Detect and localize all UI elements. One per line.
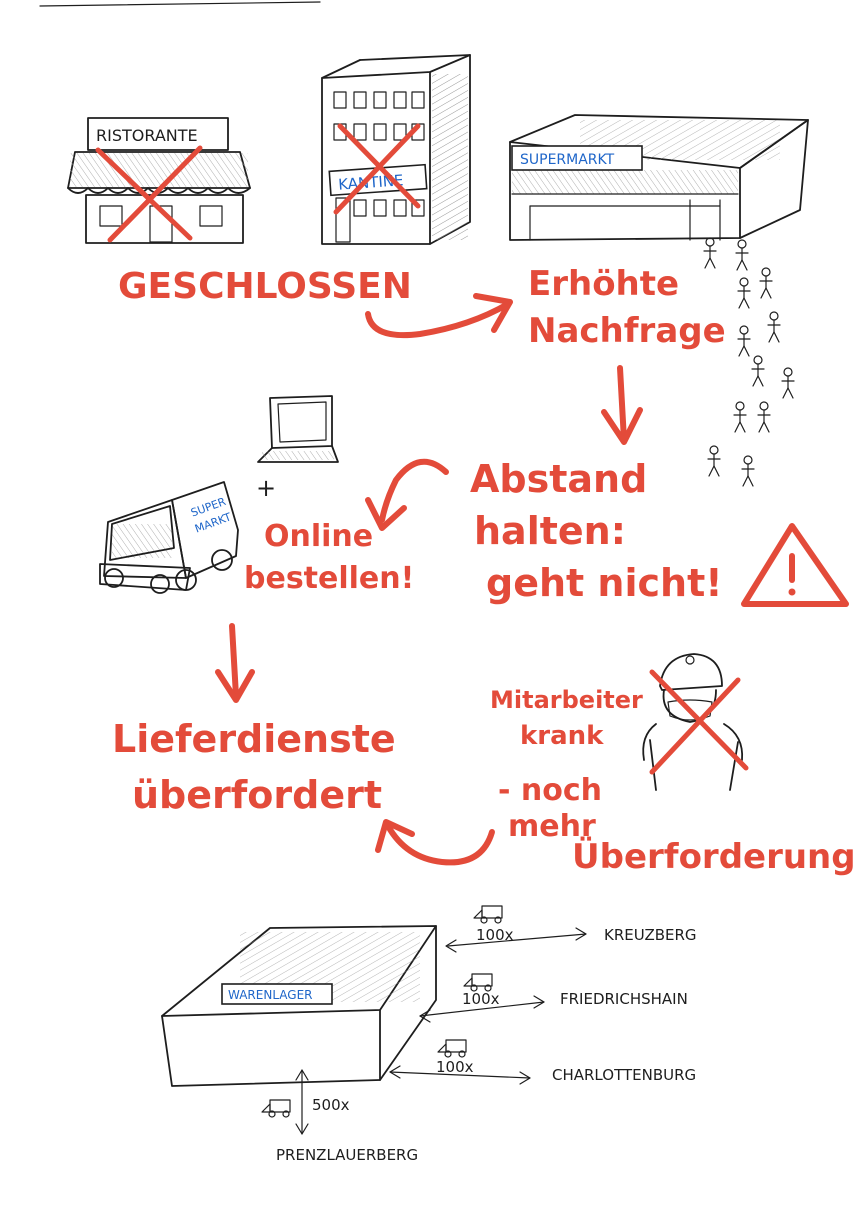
distance-label-line1: Abstand — [470, 457, 647, 501]
route-charlottenburg: 100x CHARLOTTENBURG — [389, 1039, 696, 1085]
arrow-icon — [215, 623, 255, 703]
route-count: 100x — [476, 926, 514, 944]
route-district: CHARLOTTENBURG — [552, 1066, 696, 1084]
plus-sign: + — [256, 474, 276, 502]
staff-label-line5: Überforderung — [572, 836, 856, 877]
route-district: PRENZLAUERBERG — [276, 1146, 418, 1164]
person-icon — [735, 239, 749, 271]
canteen-building: KANTINE — [321, 54, 471, 245]
truck-icon — [437, 1039, 467, 1058]
staff-label-line1: Mitarbeiter — [490, 686, 643, 714]
delivery-label-line1: Lieferdienste — [112, 717, 396, 761]
order-label-line2: bestellen! — [244, 561, 414, 596]
route-kreuzberg: 100x KREUZBERG — [445, 905, 697, 953]
route-district: FRIEDRICHSHAIN — [560, 990, 688, 1008]
arrow-icon — [375, 819, 495, 866]
person-icon — [707, 445, 721, 477]
distance-label-line2: halten: — [474, 509, 626, 553]
route-prenzlauerberg: 500x PRENZLAUERBERG — [261, 1069, 418, 1164]
restaurant-building: RISTORANTE — [67, 117, 251, 244]
truck-icon — [261, 1099, 291, 1118]
person-icon — [751, 355, 765, 387]
person-icon — [781, 367, 795, 399]
cross-icon — [333, 123, 421, 215]
demand-label-line1: Erhöhte — [528, 264, 679, 304]
person-icon — [767, 311, 781, 343]
cross-icon — [95, 145, 203, 243]
warning-icon — [741, 523, 849, 607]
warehouse-building: WARENLAGER — [161, 925, 437, 1087]
arrow-icon — [601, 365, 643, 445]
person-icon — [759, 267, 773, 299]
person-icon — [703, 237, 717, 269]
distance-label-line3: geht nicht! — [486, 561, 723, 605]
cross-icon — [649, 669, 749, 775]
route-district: KREUZBERG — [604, 926, 697, 944]
arrow-icon — [365, 458, 449, 531]
route-friedrichshain: 100x FRIEDRICHSHAIN — [419, 973, 688, 1023]
supermarket-sign: SUPERMARKT — [520, 152, 615, 168]
person-icon — [733, 401, 747, 433]
order-label-line1: Online — [264, 519, 373, 554]
staff-label-line4: mehr — [508, 809, 596, 844]
person-icon — [741, 455, 755, 487]
person-icon — [757, 401, 771, 433]
warehouse-sign: WARENLAGER — [228, 988, 313, 1002]
truck-icon — [473, 905, 503, 924]
closed-label: GESCHLOSSEN — [118, 266, 412, 307]
arrow-icon — [365, 293, 513, 339]
restaurant-sign: RISTORANTE — [96, 126, 198, 145]
person-icon — [737, 277, 751, 309]
person-icon — [737, 325, 751, 357]
route-count: 100x — [462, 990, 500, 1008]
laptop-icon — [257, 395, 339, 463]
delivery-label-line2: überfordert — [132, 773, 382, 817]
staff-label-line3: - noch — [498, 773, 602, 808]
sick-worker — [642, 653, 749, 791]
route-count: 100x — [436, 1058, 474, 1076]
demand-label-line2: Nachfrage — [528, 311, 726, 351]
staff-label-line2: krank — [520, 721, 604, 751]
truck-icon — [463, 973, 493, 992]
route-count: 500x — [312, 1096, 350, 1114]
crowd — [703, 237, 795, 487]
truck-icon: SUPER MARKT — [99, 481, 239, 594]
supermarket-building: SUPERMARKT — [509, 114, 809, 241]
